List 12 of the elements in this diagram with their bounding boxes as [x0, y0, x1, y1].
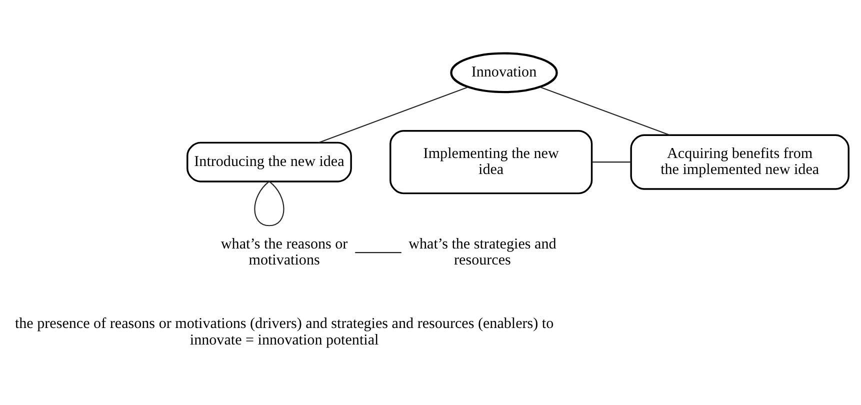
connector: [540, 86, 670, 136]
connector: [254, 180, 284, 226]
connector: [318, 86, 469, 143]
connector: [355, 252, 402, 253]
label: the presence of reasons or motivations (drivers) and strategies and resources (enablers) to innovate = innovation potential: [14, 316, 554, 348]
node-text: what’s the strategies and resources: [408, 236, 556, 268]
node-box: Acquiring benefits from the implemented new idea: [630, 134, 850, 190]
node-box: Introducing the new idea: [186, 141, 352, 182]
connector: [592, 161, 631, 162]
node-ellipse: Innovation: [450, 52, 558, 93]
node-text: what’s the reasons or motivations: [220, 236, 348, 268]
node-box: Implementing the new idea: [390, 129, 593, 194]
